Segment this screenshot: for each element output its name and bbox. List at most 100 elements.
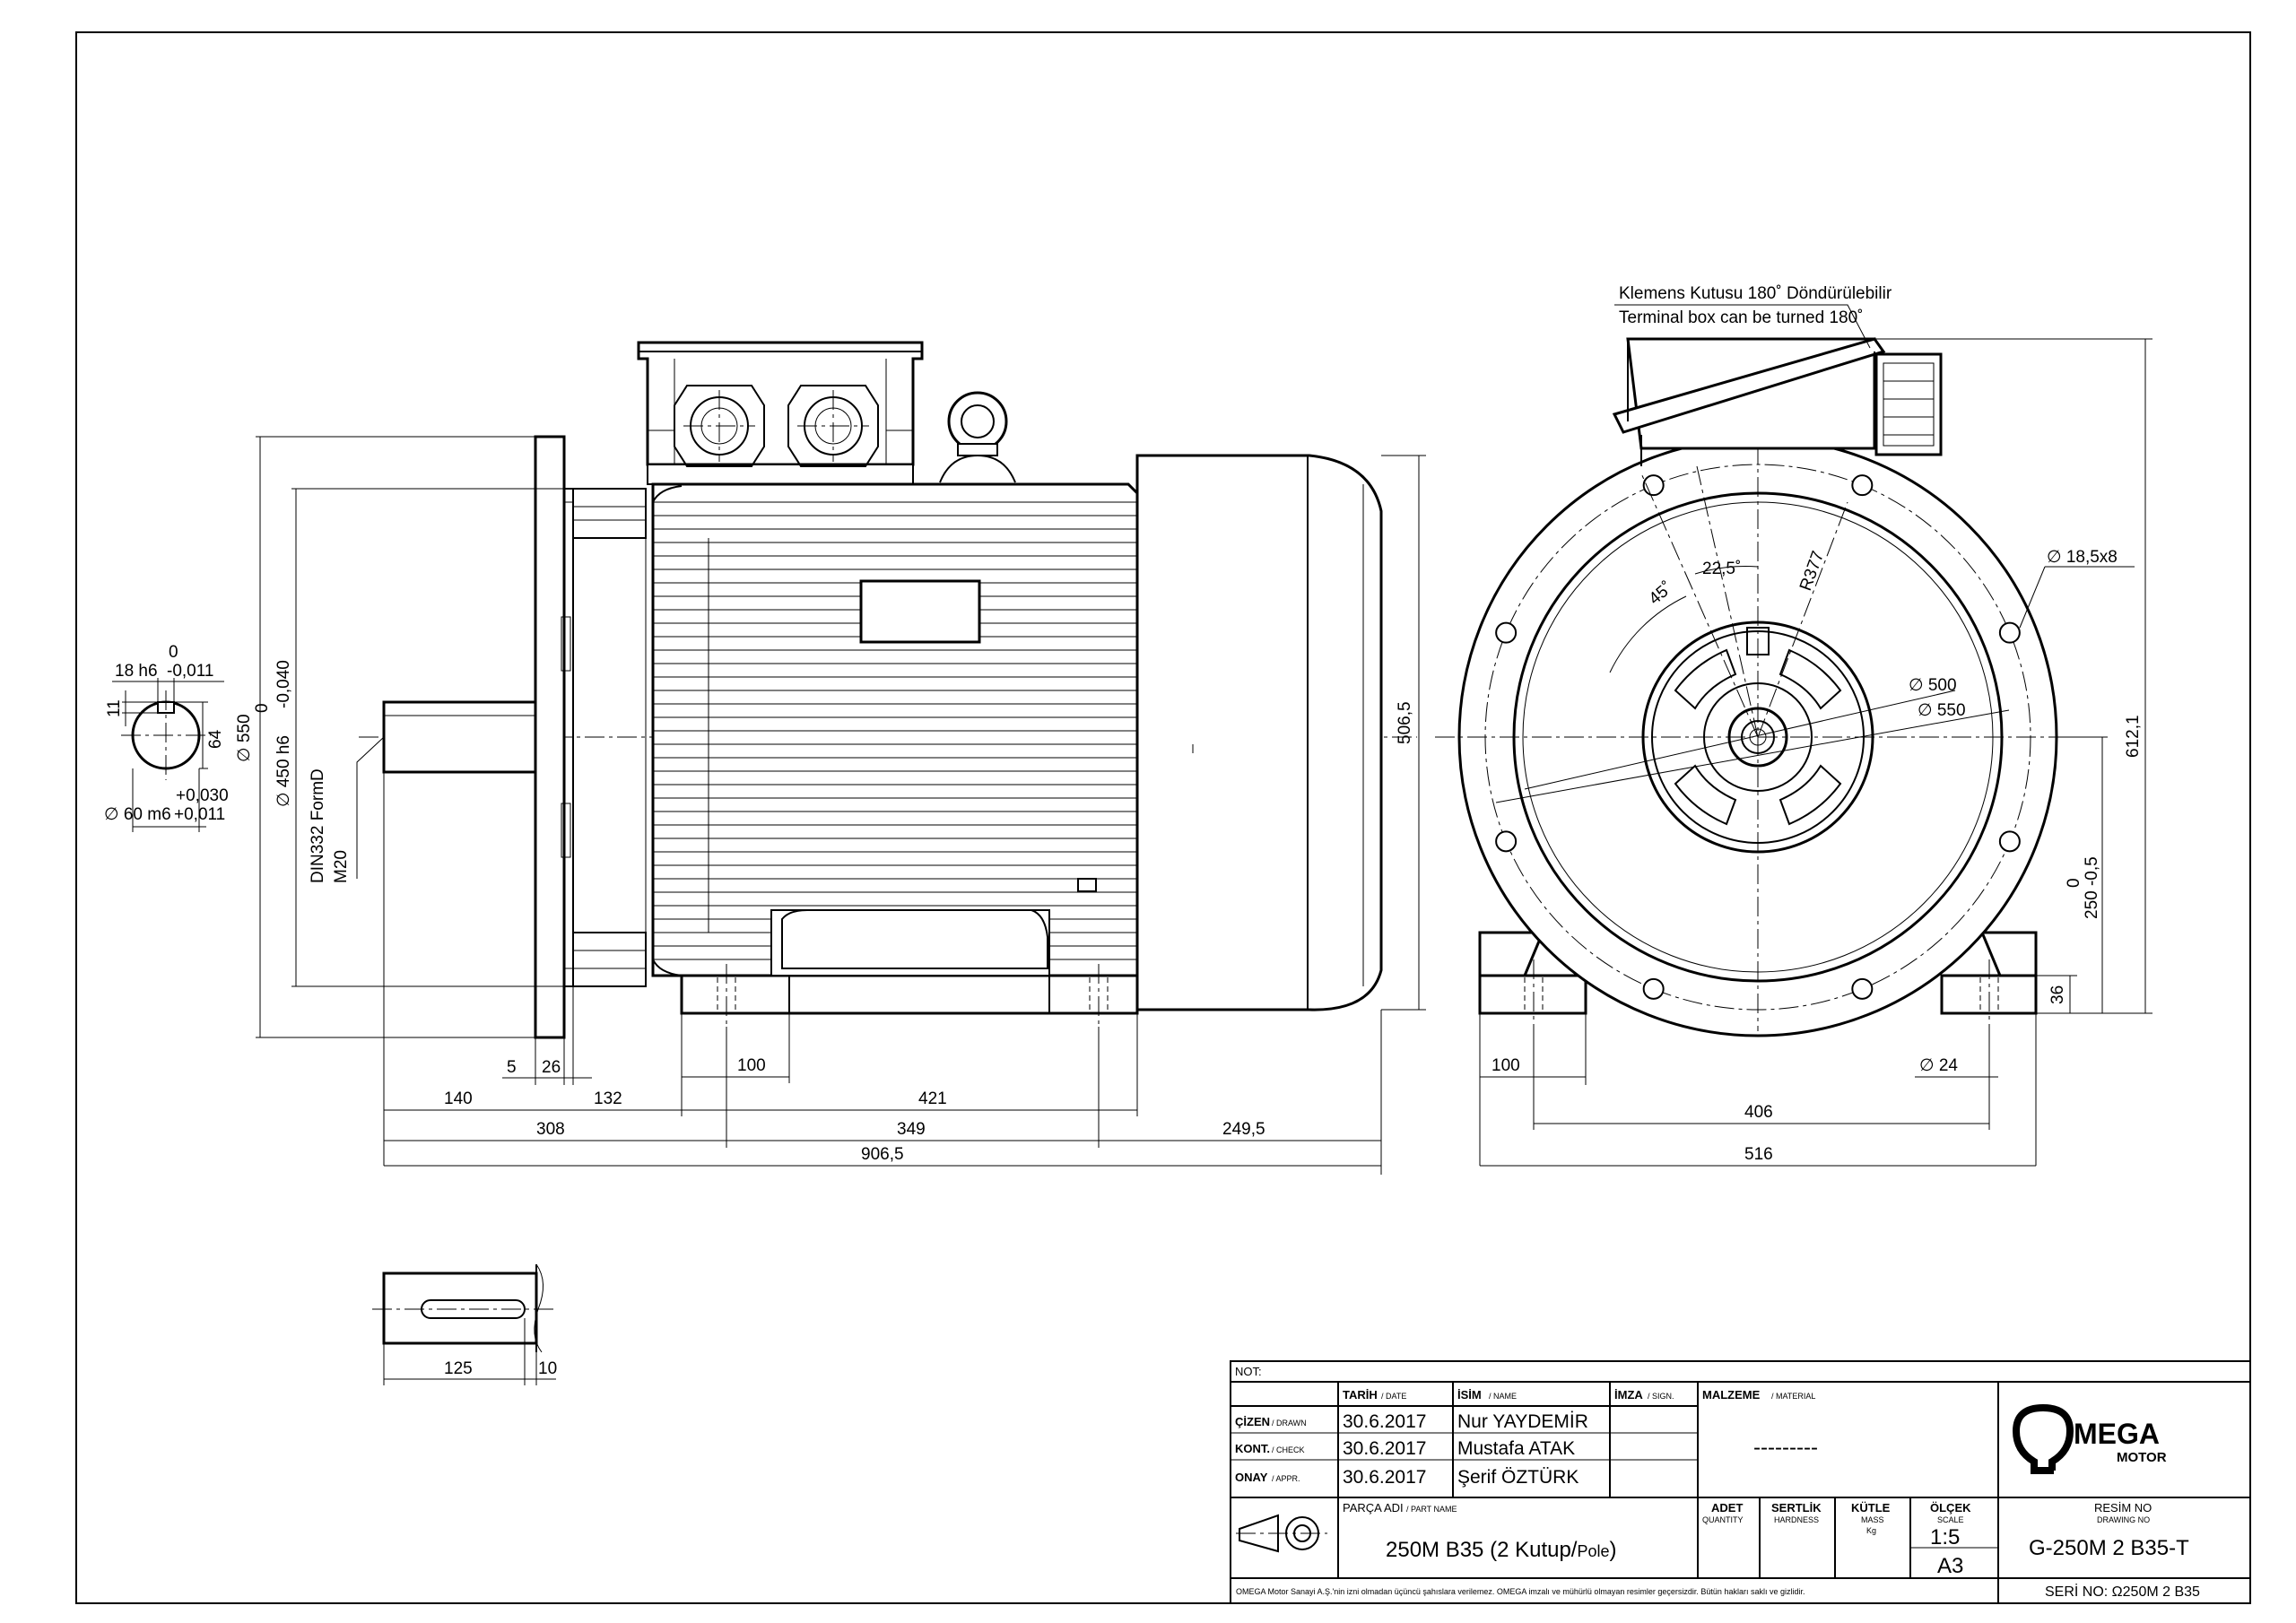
tb-kutle-unit: Kg	[1866, 1526, 1876, 1535]
flange-bolt-hole	[1642, 977, 1665, 1000]
flange-bolt-hole	[1851, 977, 1874, 1000]
dim-308: 308	[536, 1120, 565, 1139]
shaft-height-250: 250 -0,5	[2083, 856, 2101, 919]
tb-malzeme-en: / MATERIAL	[1771, 1392, 1815, 1401]
tb-sertlik-en: HARDNESS	[1774, 1515, 1819, 1524]
dim-5: 5	[507, 1058, 517, 1077]
din-thread-label: DIN332 FormD	[309, 768, 327, 883]
flange-bolt-hole	[1998, 830, 2021, 853]
tb-name-1: Nur YAYDEMİR	[1457, 1411, 1588, 1432]
tb-onay-en: / APPR.	[1272, 1474, 1300, 1483]
detail-length-125: 125	[444, 1359, 473, 1378]
angle-22: 22,5˚	[1702, 560, 1741, 578]
tb-scale: 1:5	[1930, 1525, 1960, 1549]
spigot-tol-lower: -0,040	[274, 660, 293, 708]
key-width: 18 h6	[115, 662, 158, 681]
tb-kont: KONT.	[1235, 1442, 1270, 1455]
logo-text: MEGA	[2074, 1418, 2160, 1450]
shaft-detail-view: 125 10	[372, 1263, 557, 1385]
tb-name-3: Şerif ÖZTÜRK	[1457, 1467, 1578, 1488]
cable-gland-1	[674, 385, 765, 467]
side-height-dimension: 506,5	[1396, 701, 1414, 744]
tb-onay: ONAY	[1235, 1471, 1268, 1484]
side-view-dimensions: ∅ 450 h6 0 -0,040 DIN332 FormD M20 506,5…	[253, 436, 1426, 1175]
tb-date-2: 30.6.2017	[1343, 1438, 1426, 1459]
foot-hole-24: ∅ 24	[1919, 1056, 1958, 1075]
tb-kutle-en: MASS	[1861, 1515, 1884, 1524]
tb-part-name: 250M B35 (2 Kutup/Pole)	[1386, 1538, 1617, 1562]
flange-bolt-holes	[1495, 474, 2021, 1000]
key-tol-upper: 0	[169, 643, 178, 662]
foot-width-100: 100	[1492, 1056, 1520, 1075]
tb-imza: İMZA	[1614, 1388, 1643, 1402]
thread-size-label: M20	[332, 850, 351, 883]
tb-sertlik: SERTLİK	[1771, 1501, 1822, 1515]
tb-resim-no: RESİM NO	[2094, 1501, 2152, 1515]
stator-cooling-fins	[653, 501, 1137, 960]
dim-140: 140	[444, 1089, 473, 1108]
spigot-tol-upper: 0	[253, 703, 272, 713]
flange-550: ∅ 550	[1918, 701, 1966, 720]
tb-date-3: 30.6.2017	[1343, 1467, 1426, 1488]
terminal-box-note-tr: Klemens Kutusu 180˚ Döndürülebilir	[1619, 284, 1892, 303]
flange-bolt-hole	[1998, 621, 2021, 644]
tb-olcek-en: SCALE	[1937, 1515, 1964, 1524]
flange-dia-550: ∅ 550	[235, 714, 254, 762]
projection-symbol	[1236, 1514, 1327, 1553]
tb-footer: OMEGA Motor Sanayi A.Ş.'nin izni olmadan…	[1236, 1587, 1805, 1596]
sheet-border	[75, 31, 2251, 1604]
flange-bolt-hole	[1851, 474, 1874, 497]
tb-date-1: 30.6.2017	[1343, 1411, 1426, 1432]
flange-bolt-hole	[1495, 621, 1518, 644]
pcd-500: ∅ 500	[1909, 676, 1957, 695]
dim-132: 132	[594, 1089, 622, 1108]
dia-tol-upper: +0,030	[176, 786, 229, 805]
tb-adet: ADET	[1711, 1501, 1743, 1515]
lifting-eyebolt	[939, 391, 1016, 483]
tb-tarih: TARİH	[1343, 1388, 1378, 1402]
tb-paper: A3	[1937, 1554, 1963, 1578]
shaft-height-tol: 0	[2065, 878, 2083, 888]
dim-100-side: 100	[737, 1056, 766, 1075]
tb-adet-en: QUANTITY	[1702, 1515, 1744, 1524]
detail-offset-10: 10	[538, 1359, 557, 1378]
tb-kont-en: / CHECK	[1272, 1445, 1305, 1454]
foot-span-406: 406	[1744, 1103, 1773, 1122]
omega-logo: MEGA MOTOR	[2012, 1403, 2167, 1474]
tb-cizen: ÇİZEN	[1235, 1415, 1270, 1428]
key-tol-lower: -0,011	[167, 662, 213, 681]
dim-349: 349	[897, 1120, 926, 1139]
side-view	[359, 341, 1417, 1039]
dim-906: 906,5	[861, 1145, 904, 1164]
front-view	[1435, 304, 2081, 1037]
tb-not: NOT:	[1235, 1365, 1262, 1378]
dim-249: 249,5	[1222, 1120, 1265, 1139]
tb-resim-no-en: DRAWING NO	[2097, 1515, 2150, 1524]
dim-26: 26	[542, 1058, 561, 1077]
tb-material-value: ---------	[1753, 1436, 1818, 1460]
shaft-height-64: 64	[206, 729, 225, 749]
key-depth: 11	[105, 699, 124, 717]
tb-malzeme: MALZEME	[1702, 1388, 1761, 1402]
total-width-516: 516	[1744, 1145, 1773, 1164]
shaft-section: 0 18 h6 -0,011 11 64 ∅ 550 +0,030 ∅ 60 m…	[104, 643, 254, 832]
tb-isim-en: / NAME	[1489, 1392, 1517, 1401]
tb-name-2: Mustafa ATAK	[1457, 1438, 1575, 1459]
terminal-box-note-en: Terminal box can be turned 180˚	[1619, 308, 1864, 327]
shaft-diameter: ∅ 60 m6	[104, 805, 171, 824]
dia-tol-lower: +0,011	[174, 805, 225, 824]
flange-bolt-hole	[1495, 830, 1518, 853]
tb-isim: İSİM	[1457, 1388, 1482, 1402]
tb-kutle: KÜTLE	[1851, 1501, 1891, 1515]
cable-gland-2	[787, 385, 879, 467]
tb-parca-en: / PART NAME	[1406, 1505, 1457, 1514]
tb-olcek: ÖLÇEK	[1930, 1501, 1971, 1515]
tb-parca: PARÇA ADI	[1343, 1501, 1404, 1515]
tb-seri: SERİ NO: Ω250M 2 B35	[2045, 1583, 2200, 1600]
dim-421: 421	[918, 1089, 947, 1108]
tb-drawing-no: G-250M 2 B35-T	[2029, 1536, 2189, 1560]
front-height-612: 612,1	[2124, 715, 2143, 758]
tb-tarih-en: / DATE	[1381, 1392, 1406, 1401]
tb-imza-en: / SIGN.	[1648, 1392, 1674, 1401]
